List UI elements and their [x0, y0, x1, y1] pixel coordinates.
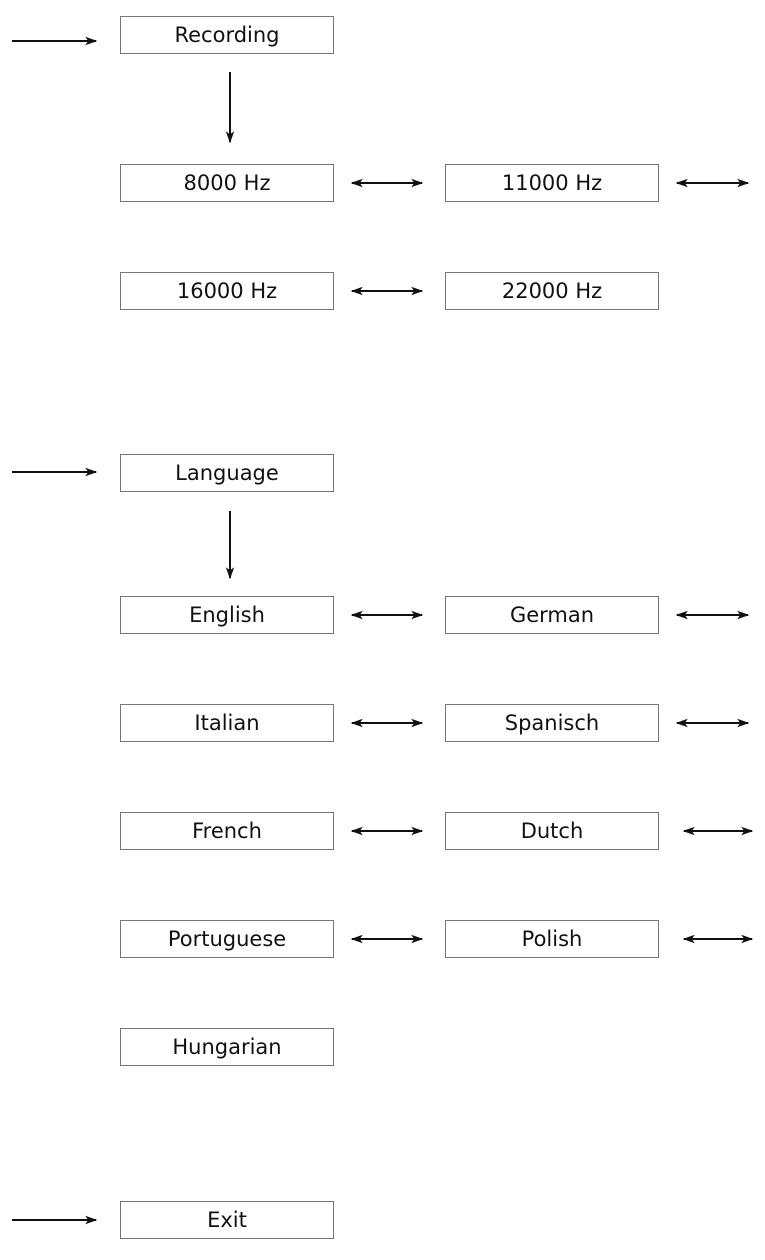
exit-menu-box[interactable]: Exit	[120, 1201, 334, 1239]
option-8000-hz[interactable]: 8000 Hz	[120, 164, 334, 202]
option-dutch[interactable]: Dutch	[445, 812, 659, 850]
option-french[interactable]: French	[120, 812, 334, 850]
option-german[interactable]: German	[445, 596, 659, 634]
option-portuguese[interactable]: Portuguese	[120, 920, 334, 958]
option-spanisch[interactable]: Spanisch	[445, 704, 659, 742]
option-hungarian[interactable]: Hungarian	[120, 1028, 334, 1066]
option-polish[interactable]: Polish	[445, 920, 659, 958]
option-11000-hz[interactable]: 11000 Hz	[445, 164, 659, 202]
language-menu-box[interactable]: Language	[120, 454, 334, 492]
option-italian[interactable]: Italian	[120, 704, 334, 742]
option-22000-hz[interactable]: 22000 Hz	[445, 272, 659, 310]
recording-menu-box[interactable]: Recording	[120, 16, 334, 54]
option-english[interactable]: English	[120, 596, 334, 634]
option-16000-hz[interactable]: 16000 Hz	[120, 272, 334, 310]
